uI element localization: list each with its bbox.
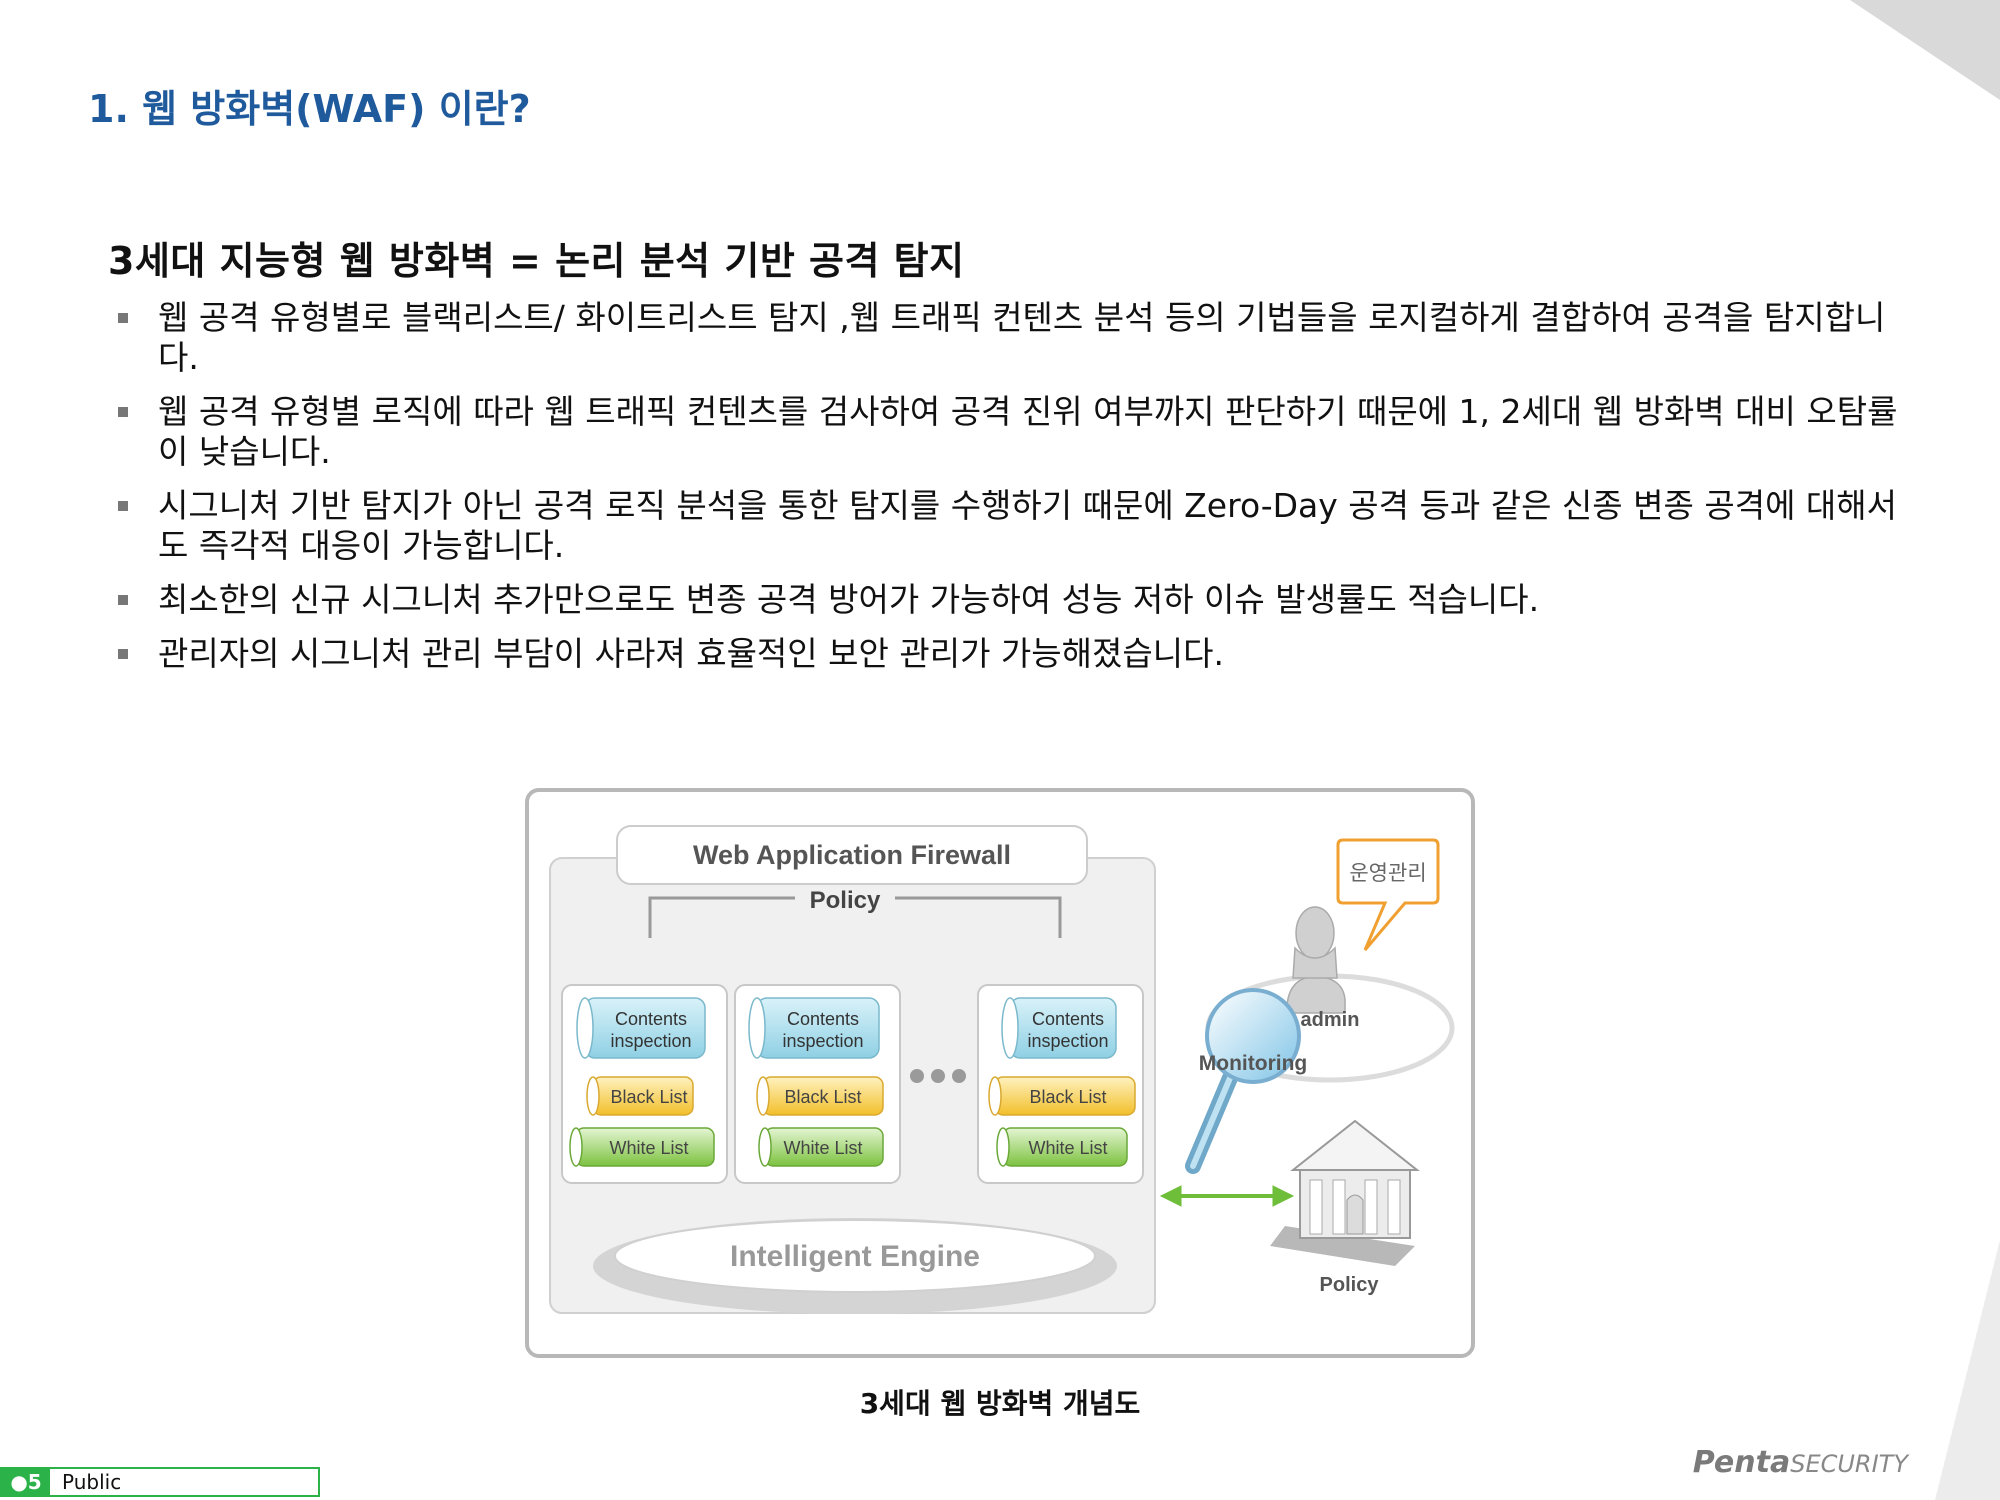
page-number: 5 — [27, 1470, 42, 1494]
svg-text:Contents: Contents — [787, 1009, 859, 1029]
square-bullet-icon — [118, 407, 128, 417]
brand-logo: PentaSECURITY — [1693, 1445, 1908, 1480]
slide-title: 1. 웹 방화벽(WAF) 이란? — [88, 87, 531, 131]
intelligent-engine: Intelligent Engine — [593, 1218, 1117, 1314]
bidirectional-arrow — [1159, 1185, 1295, 1207]
bullet-text: 최소한의 신규 시그니처 추가만으로도 변종 공격 방어가 가능하여 성능 저하… — [158, 580, 1540, 619]
svg-text:White List: White List — [783, 1138, 862, 1158]
diagram-caption: 3세대 웹 방화벽 개념도 — [859, 1387, 1141, 1420]
magnifier-icon — [1185, 988, 1301, 1174]
waf-concept-diagram: Web Application Firewall Policy Contents… — [525, 788, 1475, 1358]
policy-label: Policy — [810, 887, 881, 914]
svg-text:운영관리: 운영관리 — [1349, 862, 1426, 885]
svg-text:White List: White List — [1028, 1138, 1107, 1158]
svg-text:Contents: Contents — [615, 1009, 687, 1029]
policy-column-2: Contents inspection Black List White Lis… — [734, 984, 901, 1184]
admin-icon — [1286, 906, 1346, 1014]
monitoring-label: Monitoring — [1199, 1052, 1307, 1075]
corner-decoration-top — [1850, 0, 2000, 100]
policy-connector — [648, 896, 1062, 938]
ellipsis-dots — [910, 1069, 966, 1083]
page-number-badge: ●5 — [2, 1469, 50, 1495]
brand-suffix: SECURITY — [1790, 1450, 1908, 1478]
bullet-item: 관리자의 시그니처 관리 부담이 사라져 효율적인 보안 관리가 가능해졌습니다… — [112, 634, 1912, 674]
waf-title-box — [616, 825, 1088, 885]
bullet-item: 웹 공격 유형별 로직에 따라 웹 트래픽 컨텐츠를 검사하여 공격 진위 여부… — [112, 392, 1912, 472]
square-bullet-icon — [118, 649, 128, 659]
speech-bubble: 운영관리 — [1336, 838, 1440, 951]
section-heading: 3세대 지능형 웹 방화벽 = 논리 분석 기반 공격 탐지 — [108, 239, 965, 283]
svg-text:inspection: inspection — [782, 1031, 863, 1051]
square-bullet-icon — [118, 501, 128, 511]
bullet-item: 시그니처 기반 탐지가 아닌 공격 로직 분석을 통한 탐지를 수행하기 때문에… — [112, 486, 1912, 566]
brand-name: Penta — [1692, 1445, 1791, 1480]
policy-column-1: Contents inspection Black List White Lis… — [561, 984, 728, 1184]
svg-text:Contents: Contents — [1032, 1009, 1104, 1029]
bullet-item: 최소한의 신규 시그니처 추가만으로도 변종 공격 방어가 가능하여 성능 저하… — [112, 580, 1912, 620]
policy-building-icon — [1270, 1119, 1420, 1266]
policy-building-label: Policy — [1320, 1274, 1380, 1296]
bullet-text: 웹 공격 유형별로 블랙리스트/ 화이트리스트 탐지 ,웹 트래픽 컨텐츠 분석… — [158, 298, 1886, 377]
square-bullet-icon — [118, 313, 128, 323]
svg-text:Black List: Black List — [784, 1087, 861, 1107]
classification-label: Public — [62, 1470, 122, 1494]
bullet-text: 시그니처 기반 탐지가 아닌 공격 로직 분석을 통한 탐지를 수행하기 때문에… — [158, 486, 1897, 565]
svg-text:Black List: Black List — [610, 1087, 687, 1107]
bullet-list: 웹 공격 유형별로 블랙리스트/ 화이트리스트 탐지 ,웹 트래픽 컨텐츠 분석… — [112, 298, 1912, 688]
svg-text:Black List: Black List — [1029, 1087, 1106, 1107]
classification-footer: ●5 Public — [0, 1467, 320, 1497]
svg-text:White List: White List — [609, 1138, 688, 1158]
admin-label: admin — [1301, 1009, 1360, 1031]
svg-text:inspection: inspection — [1027, 1031, 1108, 1051]
lock-icon: ● — [10, 1470, 28, 1494]
waf-title: Web Application Firewall — [693, 840, 1011, 870]
bullet-item: 웹 공격 유형별로 블랙리스트/ 화이트리스트 탐지 ,웹 트래픽 컨텐츠 분석… — [112, 298, 1912, 378]
bullet-text: 웹 공격 유형별 로직에 따라 웹 트래픽 컨텐츠를 검사하여 공격 진위 여부… — [158, 392, 1898, 471]
square-bullet-icon — [118, 595, 128, 605]
bullet-text: 관리자의 시그니처 관리 부담이 사라져 효율적인 보안 관리가 가능해졌습니다… — [158, 634, 1224, 673]
policy-column-3: Contents inspection Black List White Lis… — [977, 984, 1144, 1184]
svg-text:Intelligent Engine: Intelligent Engine — [730, 1240, 980, 1273]
svg-text:inspection: inspection — [610, 1031, 691, 1051]
